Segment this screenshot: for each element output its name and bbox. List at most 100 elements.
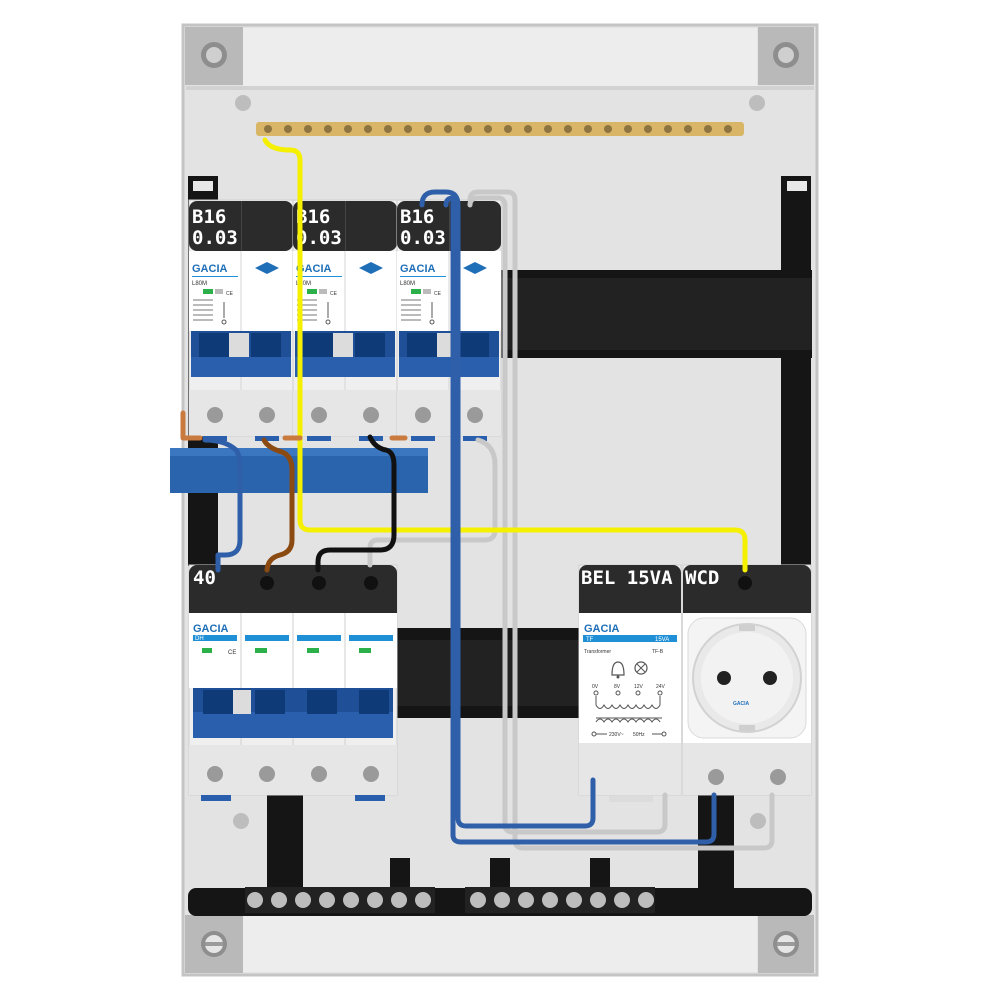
transformer-type: Transformer	[584, 649, 611, 655]
diamond-logo-icon	[463, 262, 487, 274]
earth-terminal-hole	[584, 125, 592, 133]
rcbo-rating: B16	[400, 206, 434, 228]
screw-icon	[470, 892, 486, 908]
earth-terminal-hole	[404, 125, 412, 133]
main-switch-label: 40	[193, 567, 216, 589]
earth-terminal-hole	[504, 125, 512, 133]
earth-bar	[256, 122, 744, 136]
screw-icon	[494, 892, 510, 908]
screw-icon	[391, 892, 407, 908]
bell-transformer[interactable]: BEL 15VA GACIA TF 15VA Transformer TF-B …	[578, 564, 682, 802]
rcbo-model: L80M	[400, 281, 415, 287]
neutral-terminal-bar	[188, 858, 812, 916]
screw-icon	[542, 892, 558, 908]
earth-terminal-hole	[524, 125, 532, 133]
earth-terminal-hole	[724, 125, 732, 133]
earth-terminal-hole	[644, 125, 652, 133]
earth-terminal-hole	[284, 125, 292, 133]
screw-icon	[207, 407, 223, 423]
earth-terminal-hole	[564, 125, 572, 133]
screw-icon	[207, 766, 223, 782]
earth-terminal-hole	[304, 125, 312, 133]
blue-wire-3	[202, 437, 243, 573]
rcbo-model: L80M	[296, 281, 311, 287]
rcbo-sensitivity: 0.03	[192, 227, 238, 249]
rcbo-model: L80M	[192, 281, 207, 287]
earth-terminal-hole	[624, 125, 632, 133]
brown-wire	[261, 437, 295, 573]
screw-icon	[295, 892, 311, 908]
screw-icon	[363, 766, 379, 782]
screw-icon	[415, 407, 431, 423]
earth-terminal-hole	[704, 125, 712, 133]
rcbo-rating: B16	[296, 206, 330, 228]
yellow-earth-wire	[262, 137, 748, 573]
socket-label: WCD	[685, 567, 719, 589]
rcbo-brand: GACIA	[400, 263, 436, 275]
blue-wire-1	[419, 189, 596, 829]
main-switch-brand: GACIA	[193, 623, 229, 635]
transformer-code: TF-B	[652, 649, 664, 655]
screw-icon	[319, 892, 335, 908]
screw-icon	[259, 407, 275, 423]
earth-terminal-hole	[444, 125, 452, 133]
earth-terminal-hole	[604, 125, 612, 133]
rcbo-brand: GACIA	[192, 263, 228, 275]
socket-pin-hole-left	[717, 671, 731, 685]
screw-icon	[566, 892, 582, 908]
diamond-logo-icon	[359, 262, 383, 274]
earth-terminal-hole	[364, 125, 372, 133]
earth-terminal-hole	[344, 125, 352, 133]
screw-icon	[415, 892, 431, 908]
socket-brand: GACIA	[733, 701, 750, 707]
earth-terminal-hole	[424, 125, 432, 133]
ce-mark-icon: CE	[228, 650, 236, 656]
ce-mark-icon: CE	[226, 291, 234, 297]
main-switch[interactable]: 40 GACIA DH CE	[188, 564, 398, 801]
screw-icon	[259, 766, 275, 782]
screw-icon	[638, 892, 654, 908]
transformer-voltage-2: 12V	[634, 684, 644, 690]
screw-icon	[271, 892, 287, 908]
bell-icon	[611, 661, 625, 679]
screw-icon	[311, 407, 327, 423]
screw-icon	[708, 769, 724, 785]
transformer-input: 230V~	[609, 732, 624, 738]
earth-terminal-hole	[464, 125, 472, 133]
lamp-icon	[634, 661, 648, 675]
screw-icon	[367, 892, 383, 908]
earth-terminal-hole	[684, 125, 692, 133]
socket-pin-hole-right	[763, 671, 777, 685]
screw-icon	[247, 892, 263, 908]
transformer-model: TF	[586, 637, 594, 643]
socket[interactable]: WCD GACIA	[682, 564, 812, 796]
transformer-power: 15VA	[655, 637, 669, 643]
earth-terminal-hole	[484, 125, 492, 133]
rcbo-sensitivity: 0.03	[296, 227, 342, 249]
transformer-brand: GACIA	[584, 623, 620, 635]
ce-mark-icon: CE	[434, 291, 442, 297]
screw-icon	[343, 892, 359, 908]
rcbo-brand: GACIA	[296, 263, 332, 275]
wiring	[180, 137, 775, 851]
transformer-label: BEL 15VA	[581, 567, 673, 589]
blue-wire-2	[443, 195, 717, 845]
din-rails	[188, 176, 812, 890]
earth-terminal-hole	[664, 125, 672, 133]
transformer-voltage-3: 24V	[656, 684, 666, 690]
ce-mark-icon: CE	[330, 291, 338, 297]
earth-terminal-hole	[384, 125, 392, 133]
screw-icon	[311, 766, 327, 782]
transformer-voltage-1: 8V	[614, 684, 621, 690]
screw-icon	[614, 892, 630, 908]
rcbo-row: B160.03GACIAL80MCEB160.03GACIAL80MCEB160…	[188, 199, 502, 441]
transformer-voltage-0: 0V	[592, 684, 599, 690]
earth-terminal-hole	[324, 125, 332, 133]
transformer-frequency: 50Hz	[633, 732, 645, 738]
rcbo-rating: B16	[192, 206, 226, 228]
main-switch-model: DH	[195, 636, 204, 642]
